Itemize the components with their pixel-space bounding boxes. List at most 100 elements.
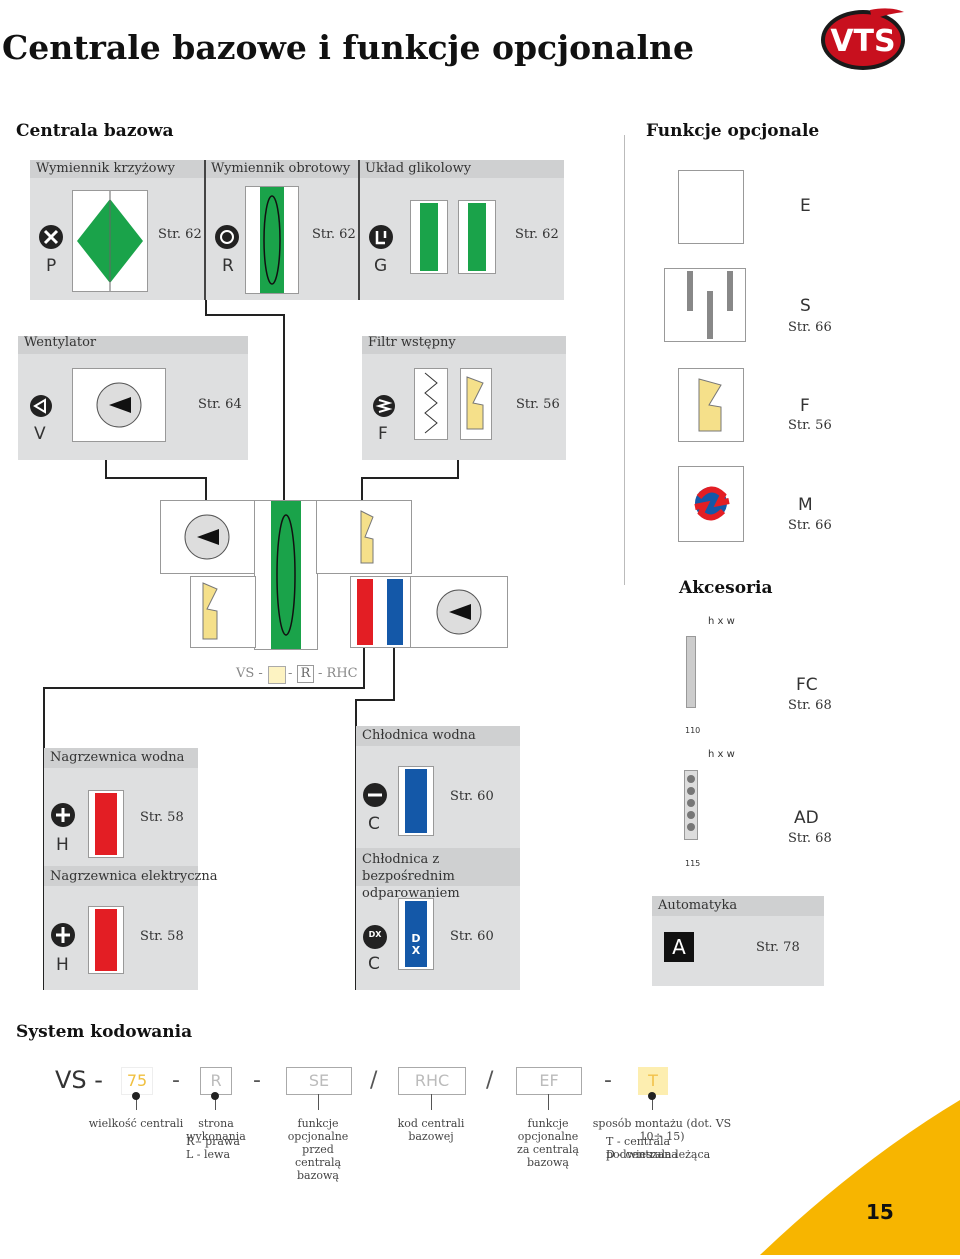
divider bbox=[358, 160, 360, 300]
dx-cooler-coil: D X bbox=[398, 898, 434, 970]
water-heater-label: Nagrzewnica wodna bbox=[50, 750, 185, 765]
prefilter-code: F bbox=[378, 424, 388, 444]
designation-prefix: VS - bbox=[236, 666, 263, 681]
plus-symbol-icon bbox=[50, 802, 76, 832]
pointer bbox=[318, 1094, 319, 1110]
pointer bbox=[548, 1094, 549, 1110]
coding-prefix: VS - bbox=[55, 1066, 103, 1094]
coding-heading: System kodowania bbox=[16, 1022, 193, 1042]
automation-page: Str. 78 bbox=[756, 940, 800, 955]
page-title: Centrale bazowe i funkcje opcjonalne bbox=[2, 28, 695, 67]
water-heater-code: H bbox=[56, 835, 69, 855]
fc-unit bbox=[686, 636, 696, 708]
fan-code: V bbox=[34, 424, 46, 444]
glycol-coil-2 bbox=[458, 200, 496, 274]
code-mount-box: T bbox=[638, 1067, 668, 1095]
electric-symbol-icon bbox=[50, 922, 76, 952]
automation-label: Automatyka bbox=[658, 898, 738, 913]
fan-label: Wentylator bbox=[24, 335, 97, 350]
cross-page: Str. 62 bbox=[158, 227, 202, 242]
fan-header bbox=[18, 336, 248, 354]
electric-heater-header bbox=[44, 866, 198, 886]
glycol-symbol-icon bbox=[368, 224, 394, 254]
water-heater-coil bbox=[88, 790, 124, 858]
svg-text:VTS: VTS bbox=[830, 24, 895, 59]
code-base-box: RHC bbox=[398, 1067, 466, 1095]
accessories-heading: Akcesoria bbox=[679, 578, 773, 598]
assembly-inlet-filter bbox=[190, 576, 256, 648]
heater-header bbox=[44, 748, 198, 768]
electric-heater-code: H bbox=[56, 955, 69, 975]
option-f-code: F bbox=[800, 396, 810, 416]
electric-heater-coil bbox=[88, 906, 124, 974]
option-m-unit bbox=[678, 466, 744, 542]
column-divider bbox=[624, 135, 625, 585]
code-size-box: 75 bbox=[121, 1067, 153, 1095]
fan-symbol-icon bbox=[29, 394, 53, 422]
option-e-unit bbox=[678, 170, 744, 244]
designation-filter-box bbox=[268, 666, 286, 684]
dx-symbol-icon: DX bbox=[362, 924, 388, 954]
dx-header bbox=[356, 848, 520, 886]
desc-base: kod centrali bazowej bbox=[397, 1117, 465, 1143]
fc-dim: h x w bbox=[708, 616, 735, 627]
code-before-box: SE bbox=[286, 1067, 352, 1095]
prefilter-bag bbox=[414, 368, 448, 440]
ad-depth: 115 bbox=[685, 859, 701, 868]
pointer bbox=[215, 1094, 216, 1110]
code-sep: - bbox=[253, 1068, 261, 1093]
option-m-page: Str. 66 bbox=[788, 518, 832, 533]
fan-unit bbox=[72, 368, 166, 442]
ad-code: AD bbox=[794, 808, 819, 828]
cross-code: P bbox=[46, 256, 57, 276]
fc-code: FC bbox=[796, 675, 818, 695]
ad-page: Str. 68 bbox=[788, 831, 832, 846]
code-sep: / bbox=[486, 1068, 494, 1093]
code-sep: / bbox=[370, 1068, 378, 1093]
desc-side-r: R - prawa bbox=[186, 1135, 240, 1148]
pointer bbox=[652, 1094, 653, 1110]
water-cooler-page: Str. 60 bbox=[450, 789, 494, 804]
assembly-rotary bbox=[254, 500, 318, 650]
option-s-code: S bbox=[800, 296, 811, 316]
electric-heater-page: Str. 58 bbox=[140, 929, 184, 944]
option-e-code: E bbox=[800, 196, 811, 216]
filter-symbol-icon bbox=[372, 394, 396, 422]
water-cooler-code: C bbox=[368, 814, 380, 834]
desc-mount: sposób montażu (dot. VS 10÷ 15) bbox=[592, 1117, 732, 1143]
dx-cooler-page: Str. 60 bbox=[450, 929, 494, 944]
option-f-unit bbox=[678, 368, 744, 442]
fc-page: Str. 68 bbox=[788, 698, 832, 713]
dx-cooler-code: C bbox=[368, 954, 380, 974]
rotary-exchanger-label: Wymiennik obrotowy bbox=[211, 161, 351, 176]
option-f-page: Str. 56 bbox=[788, 418, 832, 433]
rotary-page: Str. 62 bbox=[312, 227, 356, 242]
desc-before: funkcje opcjonalne przed centralą bazową bbox=[287, 1117, 349, 1182]
base-heading: Centrala bazowa bbox=[16, 121, 174, 141]
optional-heading: Funkcje opcjonale bbox=[646, 121, 820, 141]
option-m-code: M bbox=[798, 495, 813, 515]
glycol-page: Str. 62 bbox=[515, 227, 559, 242]
cross-exchanger-label: Wymiennik krzyżowy bbox=[36, 161, 175, 176]
dx-coil-label: D X bbox=[411, 932, 421, 957]
ad-unit bbox=[684, 770, 698, 840]
glycol-label: Układ glikolowy bbox=[365, 161, 472, 176]
minus-symbol-icon bbox=[362, 782, 388, 812]
exchanger-header bbox=[30, 160, 564, 178]
pointer bbox=[431, 1094, 432, 1110]
option-s-unit bbox=[664, 268, 746, 342]
cross-symbol-icon bbox=[38, 224, 64, 254]
rotary-unit bbox=[245, 186, 299, 294]
prefilter-label: Filtr wstępny bbox=[368, 335, 456, 350]
water-cooler-coil bbox=[398, 766, 434, 836]
cross-unit bbox=[72, 190, 148, 292]
pointer bbox=[136, 1094, 137, 1110]
divider bbox=[204, 160, 206, 300]
assembly-supply-fan bbox=[410, 576, 508, 648]
rotary-code: R bbox=[222, 256, 234, 276]
code-side-box: R bbox=[200, 1067, 232, 1095]
pointer-dot bbox=[648, 1092, 656, 1100]
code-after-box: EF bbox=[516, 1067, 582, 1095]
rotary-symbol-icon bbox=[214, 224, 240, 254]
desc-mount-d: D - centrala leżąca bbox=[606, 1148, 711, 1161]
